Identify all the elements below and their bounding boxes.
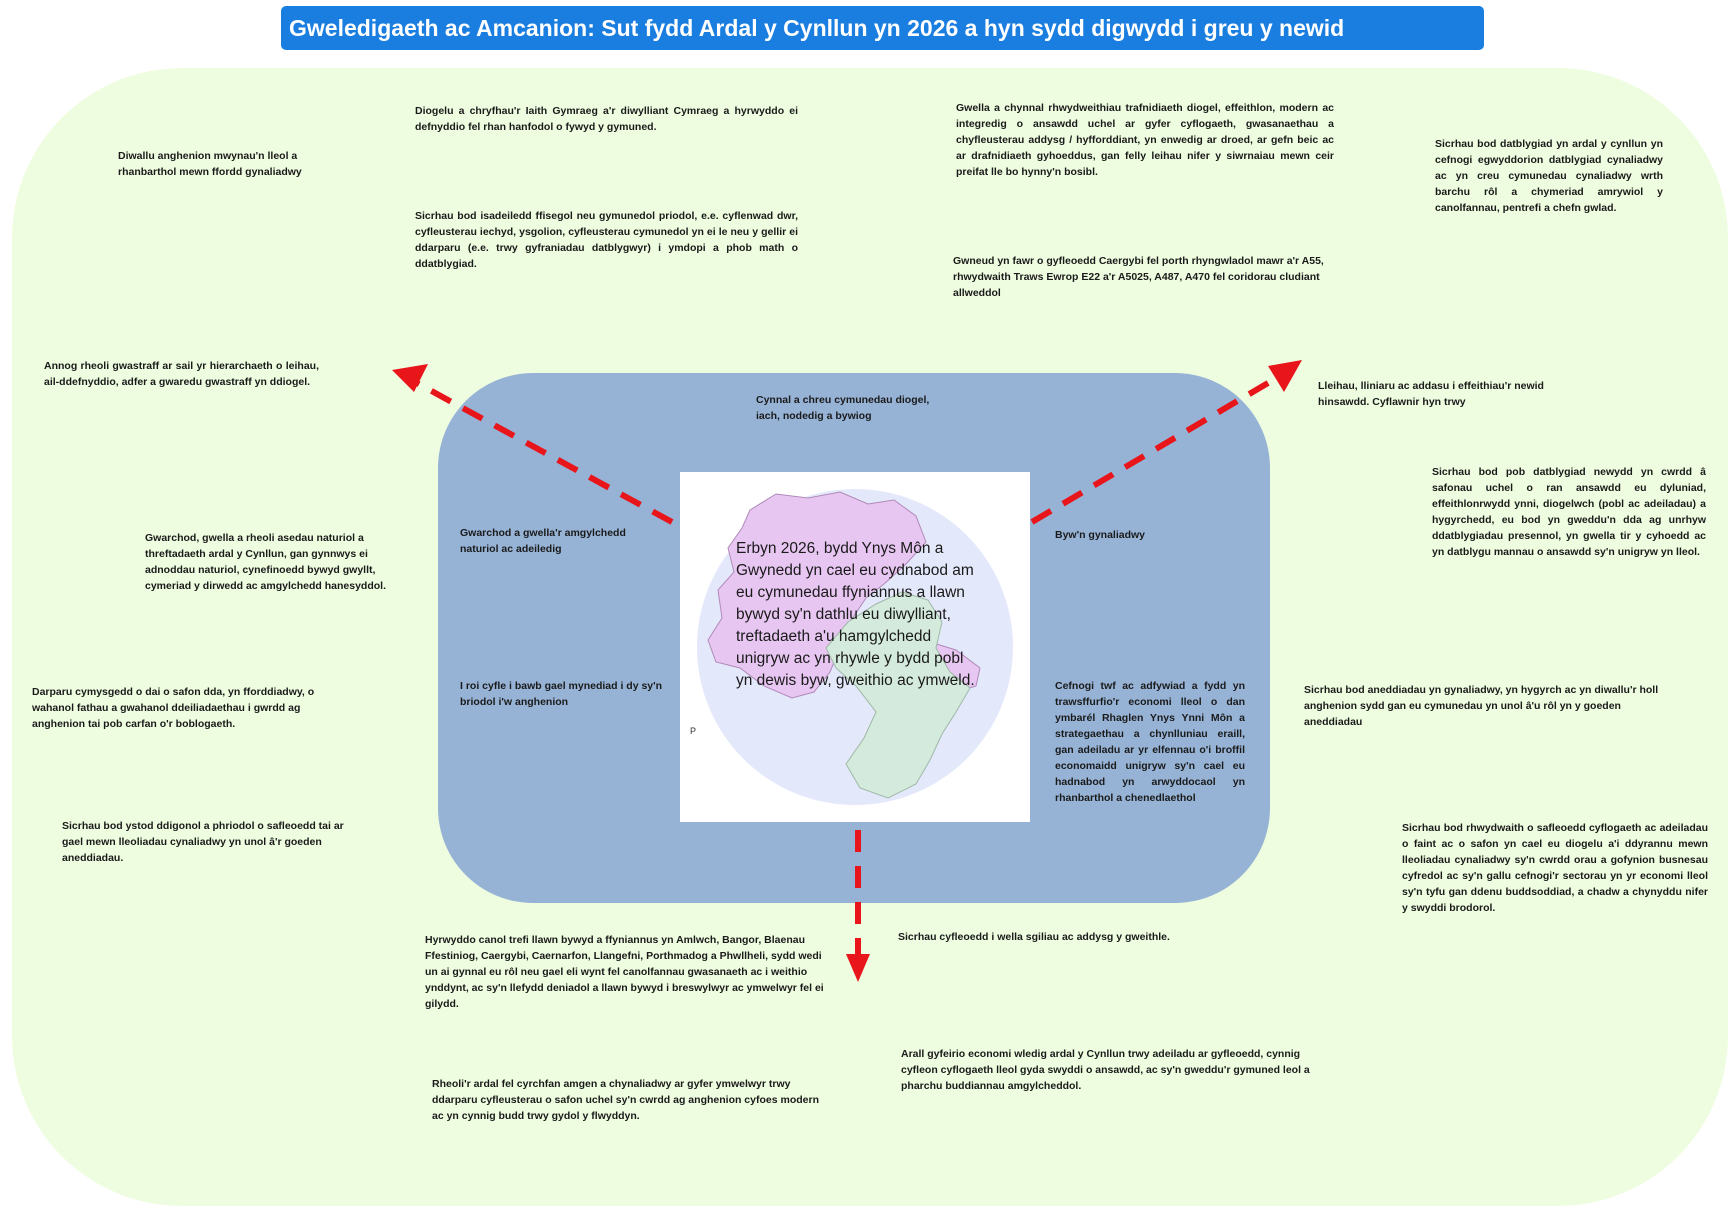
arrow-upper-left-head <box>392 364 428 392</box>
objective-tourism: Rheoli'r ardal fel cyrchfan amgen a chyn… <box>432 1078 819 1122</box>
objective-housing-stock: Sicrhau bod ystod ddigonol a phriodol o … <box>62 820 344 864</box>
objective-rural-economy: Arall gyfeirio economi wledig ardal y Cy… <box>901 1048 1310 1092</box>
objective-natural-assets: Gwarchod, gwella a rheoli asedau naturio… <box>145 532 386 592</box>
theme-sustainable: Byw'n gynaliadwy <box>1055 529 1146 541</box>
theme-economy: Cefnogi twf ac adfywiad a fydd yn trawsf… <box>1055 680 1245 804</box>
arrow-upper-right <box>1030 370 1287 525</box>
objective-regional-needs: Diwallu anghenion mwynau'n lleol a rhanb… <box>118 150 302 178</box>
theme-communities: Cynnal a chreu cymunedau diogel, iach, n… <box>756 394 930 422</box>
objective-settlement-housing: Sicrhau bod aneddiadau yn gynaliadwy, yn… <box>1304 684 1659 728</box>
objective-housing-mix: Darparu cymysgedd o dai o safon dda, yn … <box>32 686 315 730</box>
arrow-upper-right-head <box>1268 360 1302 392</box>
objective-waste: Annog rheoli gwastraff ar sail yr hierar… <box>44 360 319 388</box>
objective-skills: Sicrhau cyfleoedd i wella sgiliau ac add… <box>898 931 1170 943</box>
vision-statement: Erbyn 2026, bydd Ynys Môn a Gwynedd yn c… <box>736 540 975 689</box>
gwynedd-shape <box>825 591 971 799</box>
objective-employment-sites: Sicrhau bod rhwydwaith o safleoedd cyflo… <box>1402 822 1708 914</box>
objective-infrastructure: Sicrhau bod isadeiledd ffisegol neu gymu… <box>415 210 798 270</box>
theme-environment: Gwarchod a gwella'r amgylchedd naturiol … <box>460 527 626 555</box>
objective-design-quality: Sicrhau bod pob datblygiad newydd yn cwr… <box>1432 466 1706 558</box>
objective-town-centres: Hyrwyddo canol trefi llawn bywyd a ffyni… <box>425 934 824 1010</box>
map-label: P <box>690 726 696 736</box>
objective-holyhead-port: Gwneud yn fawr o gyfleoedd Caergybi fel … <box>953 255 1324 299</box>
map-figure: P <box>680 472 1030 822</box>
objective-transport: Gwella a chynnal rhwydweithiau trafnidia… <box>956 102 1334 178</box>
objective-development-patterns: Sicrhau bod datblygiad yn ardal y cynllu… <box>1435 138 1663 214</box>
arrow-upper-left <box>413 379 674 525</box>
objective-climate: Lleihau, lliniaru ac addasu i effeithiau… <box>1318 380 1544 408</box>
page-title: Gweledigaeth ac Amcanion: Sut fydd Ardal… <box>281 6 1484 50</box>
theme-housing: I roi cyfle i bawb gael mynediad i dy sy… <box>460 680 663 708</box>
objective-welsh-language: Diogelu a chryfhau'r Iaith Gymraeg a'r d… <box>415 105 798 133</box>
arrow-down-head <box>846 954 870 982</box>
